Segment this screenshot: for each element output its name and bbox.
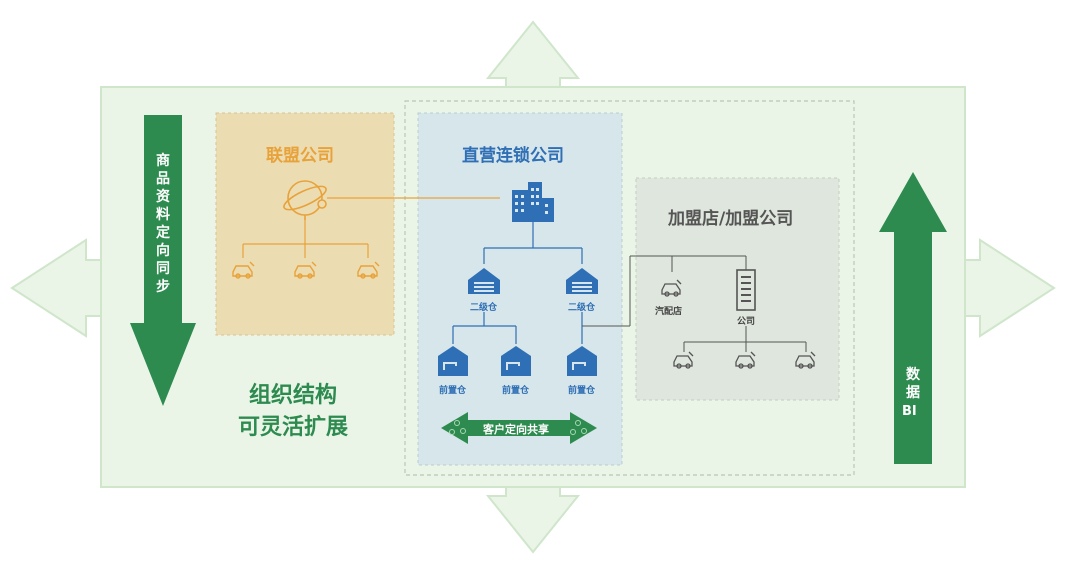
up-arrow-shape [485, 20, 581, 89]
sync-arrow-label: 商品资料定向同步 [156, 153, 170, 295]
franchise-lines [582, 255, 807, 352]
warehouse-label-right: 二级仓 [568, 303, 596, 313]
alliance-lines [242, 197, 500, 258]
bi-arrow-shape [879, 172, 947, 464]
company-label: 公司 [737, 317, 756, 327]
front-warehouse-label-mid: 前置仓 [502, 386, 530, 396]
bi-arrow-label-line2: BI [902, 404, 917, 419]
alliance-car-icons [232, 261, 380, 279]
center-text-line1: 组织结构 [248, 383, 337, 408]
building-icon [512, 182, 554, 222]
down-arrow-shape [485, 485, 581, 554]
right-arrow-shape [963, 238, 1056, 338]
share-label: 客户定向共享 [483, 423, 549, 436]
front-warehouse-icons [438, 346, 597, 376]
sync-arrow-shape [130, 115, 196, 406]
globe-icon [283, 180, 327, 220]
franchise-car-icons [661, 279, 816, 369]
front-warehouse-label-left: 前置仓 [439, 386, 467, 396]
franchise-title: 加盟店/加盟公司 [668, 209, 794, 229]
share-arrow-shape [441, 412, 597, 444]
left-arrow-shape [10, 238, 103, 338]
franchise-company-icon [736, 269, 756, 311]
front-warehouse-label-right: 前置仓 [568, 386, 596, 396]
center-text-line2: 可灵活扩展 [237, 415, 348, 440]
dashed-outer-box [404, 100, 855, 476]
bi-arrow-label-line1: 数据 [906, 367, 920, 401]
warehouse-label-left: 二级仓 [470, 303, 498, 313]
warehouse-icons [468, 268, 598, 294]
alliance-title: 联盟公司 [266, 146, 334, 166]
share-people-icons [449, 420, 587, 435]
parts-store-label: 汽配店 [655, 307, 683, 317]
direct-lines [452, 222, 583, 344]
direct-title: 直营连锁公司 [462, 146, 564, 166]
